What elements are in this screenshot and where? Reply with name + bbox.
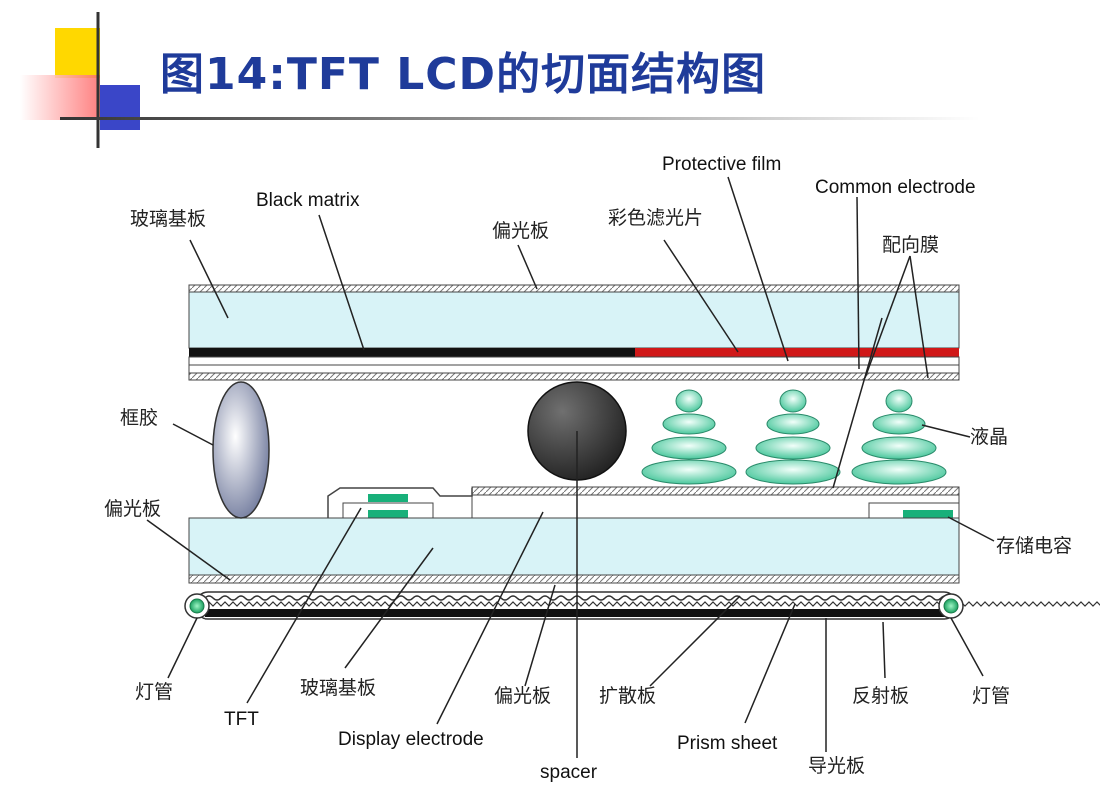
label-reflector: 反射板 (852, 685, 909, 707)
top-glass-layer (188, 291, 960, 349)
label-color-filter: 彩色滤光片 (608, 207, 703, 229)
color-filter-layer (635, 348, 959, 357)
black-matrix-layer (189, 348, 635, 357)
bottom-alignment-film-layer (471, 486, 960, 496)
top-alignment-film-layer (188, 372, 960, 381)
label-glass-substrate-bottom: 玻璃基板 (300, 677, 376, 699)
label-display-electrode: Display electrode (338, 729, 484, 750)
label-lamp-left: 灯管 (135, 681, 173, 703)
tft-channel-icon (368, 510, 408, 518)
label-prism-sheet: Prism sheet (677, 733, 778, 754)
label-protective-film: Protective film (662, 154, 781, 175)
label-sealant: 框胶 (120, 407, 158, 429)
common-electrode-layer (188, 364, 960, 374)
label-light-guide: 导光板 (808, 755, 865, 777)
backlight-unit (184, 591, 1100, 620)
labels: Protective film Common electrode Black m… (104, 154, 1072, 783)
page-title: 图14:TFT LCD的切面结构图 (160, 49, 767, 100)
label-liquid-crystal: 液晶 (970, 426, 1008, 448)
label-tft: TFT (224, 709, 259, 730)
label-lamp-right: 灯管 (972, 685, 1010, 707)
logo-decoration (20, 12, 980, 148)
label-storage-capacitor: 存储电容 (996, 535, 1072, 557)
lc-stack-2 (745, 389, 841, 485)
bottom-substrate (188, 486, 960, 584)
bottom-polarizer-layer (188, 574, 960, 584)
label-polarizer-bottom: 偏光板 (104, 498, 161, 520)
tft-gate-icon (368, 494, 408, 502)
label-alignment-film: 配向膜 (882, 234, 939, 256)
top-polarizer-layer (188, 284, 960, 293)
sealant-shape (212, 381, 270, 519)
storage-capacitor-icon (903, 510, 953, 518)
label-spacer: spacer (540, 762, 598, 783)
bottom-glass-layer (188, 517, 960, 576)
label-common-electrode: Common electrode (815, 177, 976, 198)
leader-lines (146, 176, 995, 758)
lamp-right-tube (943, 598, 959, 614)
tft-outline (327, 487, 473, 518)
lc-stack-3 (851, 389, 947, 485)
lamp-left-tube (189, 598, 205, 614)
light-guide-plate (205, 609, 945, 617)
liquid-crystal-molecules (641, 389, 947, 485)
label-polarizer-top: 偏光板 (492, 220, 549, 242)
protective-film-layer (188, 356, 960, 366)
top-substrate (188, 284, 960, 381)
label-diffuser: 扩散板 (599, 685, 656, 707)
label-black-matrix: Black matrix (256, 190, 360, 211)
lc-stack-1 (641, 389, 737, 485)
label-glass-substrate-top: 玻璃基板 (130, 208, 206, 230)
label-polarizer-lower: 偏光板 (494, 685, 551, 707)
